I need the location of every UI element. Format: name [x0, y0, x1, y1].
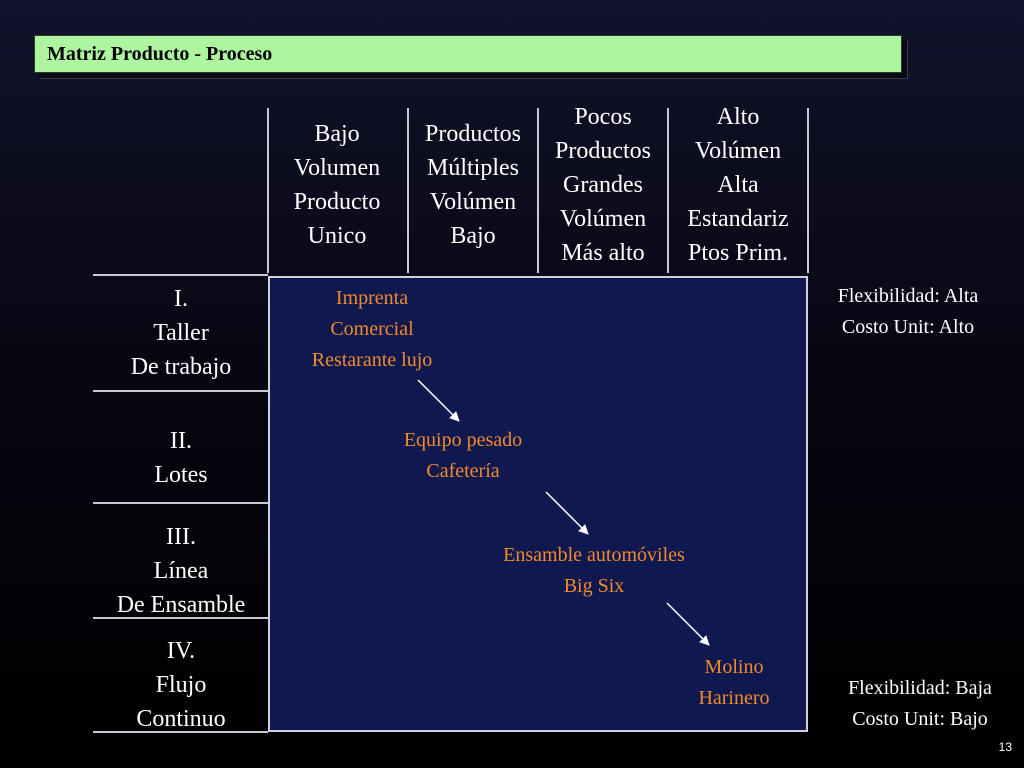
row-label-line: III. [166, 524, 196, 550]
row-label-lotes: II. Lotes [95, 424, 267, 492]
column-divider [537, 108, 539, 273]
row-label-line: II. [170, 428, 192, 454]
column-header-line: Alto [716, 104, 760, 130]
column-divider [667, 108, 669, 273]
column-header-line: Volúmen [694, 138, 782, 164]
matrix-panel [268, 276, 808, 732]
row-divider [93, 617, 268, 619]
row-divider [93, 502, 268, 504]
example-line: Cafetería [426, 460, 500, 482]
column-divider [407, 108, 409, 273]
row-label-line: Flujo [155, 672, 207, 698]
column-divider [267, 108, 269, 273]
example-line: Ensamble automóviles [503, 544, 685, 566]
column-header-line: Bajo [450, 223, 496, 249]
column-header-productos-multiples: Productos Múltiples Volúmen Bajo [408, 100, 538, 270]
column-header-line: Pocos [574, 104, 632, 130]
note-line: Costo Unit: Bajo [852, 708, 988, 730]
slide-title-box: Matriz Producto - Proceso [34, 35, 902, 73]
example-line: Harinero [698, 687, 770, 709]
note-flexibilidad-baja: Flexibilidad: Baja Costo Unit: Bajo [818, 673, 1022, 735]
row-label-line: Lotes [154, 462, 208, 488]
example-flujo: Molino Harinero [679, 652, 789, 714]
column-header-line: Bajo [314, 121, 360, 147]
example-line: Comercial [330, 318, 414, 340]
column-header-line: Alta [717, 172, 759, 198]
column-header-line: Estandariz [687, 206, 789, 232]
column-header-line: Más alto [561, 240, 645, 266]
row-label-flujo: IV. Flujo Continuo [95, 634, 267, 736]
example-line: Restarante lujo [311, 349, 433, 371]
column-header-line: Grandes [563, 172, 643, 198]
example-taller: Imprenta Comercial Restarante lujo [282, 283, 462, 376]
column-header-line: Productos [425, 121, 521, 147]
example-line: Equipo pesado [403, 429, 523, 451]
row-label-line: I. [174, 286, 188, 312]
slide-title: Matriz Producto - Proceso [47, 43, 273, 65]
column-header-line: Volúmen [429, 189, 517, 215]
column-header-line: Volumen [293, 155, 381, 181]
column-header-bajo-volumen: Bajo Volumen Producto Unico [268, 100, 406, 270]
row-divider [93, 274, 268, 276]
note-line: Flexibilidad: Alta [837, 285, 979, 307]
example-line: Imprenta [335, 287, 409, 309]
row-label-line: De trabajo [130, 354, 232, 380]
row-label-line: Continuo [136, 706, 226, 732]
column-header-line: Ptos Prim. [687, 240, 789, 266]
column-header-line: Productos [555, 138, 651, 164]
example-linea: Ensamble automóviles Big Six [469, 540, 719, 602]
column-header-line: Unico [307, 223, 367, 249]
row-label-line: De Ensamble [116, 592, 246, 618]
note-flexibilidad-alta: Flexibilidad: Alta Costo Unit: Alto [808, 281, 1008, 343]
note-line: Costo Unit: Alto [841, 316, 975, 338]
row-divider [93, 731, 268, 733]
row-label-line: Taller [153, 320, 209, 346]
note-line: Flexibilidad: Baja [848, 677, 992, 699]
row-label-taller: I. Taller De trabajo [95, 282, 267, 384]
example-line: Big Six [563, 575, 625, 597]
column-header-line: Múltiples [426, 155, 519, 181]
column-header-line: Volúmen [559, 206, 647, 232]
column-header-pocos-productos: Pocos Productos Grandes Volúmen Más alto [538, 100, 668, 270]
example-lotes: Equipo pesado Cafetería [373, 425, 553, 487]
row-label-line: Línea [153, 558, 209, 584]
row-label-linea: III. Línea De Ensamble [95, 520, 267, 622]
column-header-line: Producto [293, 189, 381, 215]
column-header-alto-volumen: Alto Volúmen Alta Estandariz Ptos Prim. [668, 100, 808, 270]
row-label-line: IV. [166, 638, 196, 664]
row-divider [93, 390, 268, 392]
example-line: Molino [704, 656, 764, 678]
column-divider [807, 108, 809, 273]
page-number: 13 [998, 740, 1012, 754]
